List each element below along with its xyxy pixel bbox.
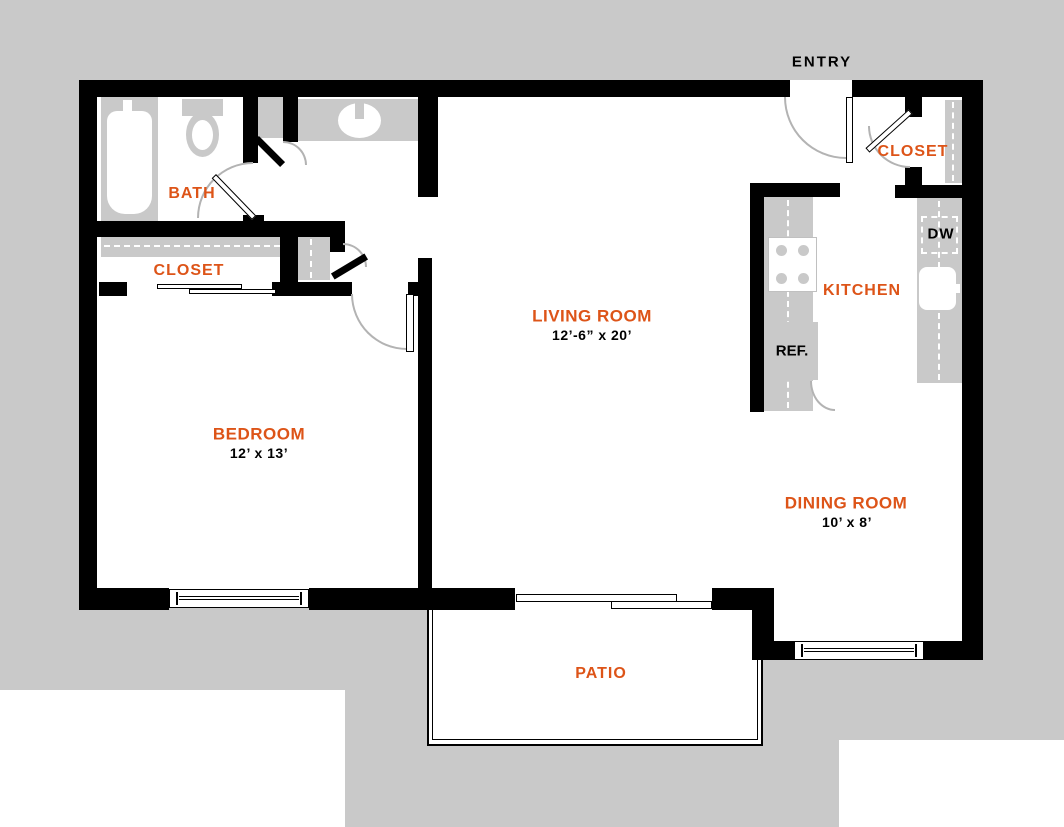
refrigerator [764, 322, 818, 380]
wall-dining-bottom-right [924, 641, 983, 660]
dining-bay-interior [774, 588, 962, 642]
kitchen-sink-faucet-icon [946, 284, 960, 293]
toilet-tank [182, 99, 223, 116]
closet-bypass-door [157, 284, 242, 289]
wall-top-right [852, 80, 983, 97]
entry-label: ENTRY [791, 53, 853, 71]
window-frame-bar [801, 644, 803, 657]
entry-opening [790, 80, 852, 97]
living-room-dims: 12’-6” x 20’ [552, 327, 632, 343]
wall-bottom-b [309, 588, 515, 610]
linen-closet-dash [310, 239, 312, 278]
bath-shelf [258, 97, 283, 138]
living-room-label: LIVING ROOM [532, 306, 652, 326]
bedroom-dims: 12’ x 13’ [229, 445, 289, 461]
wall-bedroom-door-stub [408, 282, 418, 296]
dining-window [794, 641, 924, 660]
entry-closet-label: CLOSET [877, 143, 949, 160]
background-cutout-right [839, 740, 1064, 827]
wall-closet-kitchen [895, 185, 983, 198]
bedroom-closet-rod-dash [104, 245, 280, 247]
window-frame-bar [176, 592, 178, 605]
bedroom-label: BEDROOM [212, 424, 306, 444]
vanity-faucet-icon [355, 100, 364, 119]
stove [768, 237, 817, 292]
stove-burner-icon [798, 273, 809, 284]
wall-kitchen-top [750, 183, 840, 197]
bedroom-closet-label: CLOSET [153, 262, 225, 279]
entry-door-panel [846, 97, 853, 163]
refrigerator-label: REF. [775, 342, 809, 360]
bathtub-basin [107, 111, 152, 214]
wall-closet-left-stub [99, 282, 127, 296]
entry-closet-shelf-dash [952, 102, 954, 181]
wall-closet-mid [272, 282, 352, 296]
patio-label: PATIO [575, 665, 627, 682]
wall-bottom-a [79, 588, 169, 610]
bedroom-door-panel [406, 294, 414, 352]
wall-hall-right-upper [418, 97, 438, 197]
wall-top-left [79, 80, 790, 97]
sliding-door-panel [516, 594, 677, 602]
window-frame-bar [915, 644, 917, 657]
window-glass-line [179, 596, 299, 600]
closet-bypass-door [189, 289, 276, 294]
wall-dining-bottom-left [752, 641, 794, 660]
wall-bath-door-hinge [243, 215, 264, 237]
dishwasher [921, 216, 958, 254]
sliding-door-panel [611, 601, 712, 609]
wall-entry-closet-stub-bottom [905, 167, 922, 185]
stove-burner-icon [776, 245, 787, 256]
window-frame-bar [300, 592, 302, 605]
wall-linen-right-stub [330, 237, 345, 252]
kitchen-label: KITCHEN [822, 282, 902, 299]
background-cutout-left [0, 690, 345, 827]
patio-outline [427, 588, 763, 746]
wall-bath-right [243, 97, 258, 163]
wall-kitchen-left [750, 197, 764, 412]
wall-bath-stub [283, 97, 298, 142]
kitchen-left-counter-dash [787, 200, 789, 408]
dining-room-label: DINING ROOM [784, 493, 908, 513]
stove-burner-icon [798, 245, 809, 256]
linen-closet-interior [298, 237, 330, 280]
bedroom-window [169, 589, 309, 608]
wall-bath-bottom [79, 221, 345, 237]
bedroom-closet-shelf [101, 237, 283, 257]
wall-bottom-c [712, 588, 755, 610]
bath-label: BATH [168, 185, 216, 202]
patio-inner-line [432, 588, 758, 740]
bathtub-faucet-icon [123, 100, 132, 120]
dishwasher-label: DW [927, 225, 955, 243]
wall-left [79, 80, 97, 610]
wall-right [962, 80, 983, 660]
toilet-bowl-inner [192, 120, 213, 150]
stove-burner-icon [776, 273, 787, 284]
window-glass-line [804, 648, 914, 652]
wall-linen-left [280, 237, 298, 282]
dining-room-dims: 10’ x 8’ [822, 514, 872, 530]
wall-bedroom-living [418, 258, 432, 610]
